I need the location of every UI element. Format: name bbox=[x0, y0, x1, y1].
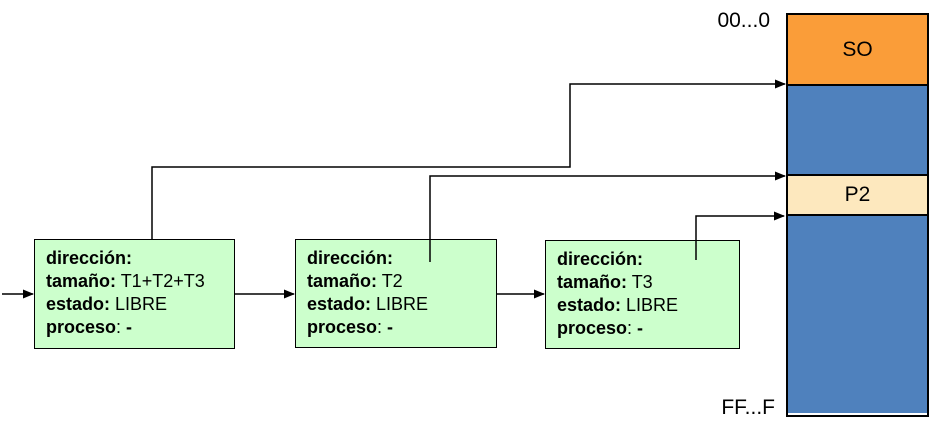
direccion-label: dirección: bbox=[557, 249, 644, 269]
proceso-label: proceso bbox=[557, 318, 628, 338]
direccion-row: dirección: bbox=[46, 247, 234, 270]
memory-segment-blue-2 bbox=[788, 216, 927, 413]
proceso-row: proceso: - bbox=[46, 316, 234, 339]
proceso-colon: : bbox=[627, 318, 638, 338]
estado-row: estado: LIBRE bbox=[307, 293, 496, 316]
memory-segment-p2: P2 bbox=[788, 176, 927, 216]
proceso-colon: : bbox=[377, 317, 388, 337]
tamano-value: T1+T2+T3 bbox=[116, 271, 205, 291]
free-block-node-1: dirección: tamaño: T1+T2+T3 estado: LIBR… bbox=[34, 239, 235, 349]
memory-address-bottom: FF...F bbox=[721, 396, 775, 419]
memory-segment-blue-1 bbox=[788, 86, 927, 176]
tamano-label: tamaño: bbox=[46, 271, 117, 291]
direccion-label: dirección: bbox=[46, 248, 133, 268]
pointer-node1-to-memory-arrow bbox=[151, 79, 786, 239]
estado-value: LIBRE bbox=[371, 294, 429, 314]
estado-label: estado: bbox=[46, 294, 111, 314]
proceso-value: - bbox=[637, 318, 644, 338]
direccion-label: dirección: bbox=[307, 248, 394, 268]
estado-label: estado: bbox=[307, 294, 372, 314]
memory-segment-so: SO bbox=[788, 15, 927, 86]
proceso-value: - bbox=[126, 317, 133, 337]
free-block-node-2: dirección: tamaño: T2 estado: LIBRE proc… bbox=[295, 239, 497, 348]
tamano-value: T2 bbox=[377, 271, 403, 291]
direccion-row: dirección: bbox=[307, 247, 496, 270]
memory-map: SO P2 bbox=[786, 13, 929, 417]
proceso-colon: : bbox=[116, 317, 127, 337]
tamano-row: tamaño: T1+T2+T3 bbox=[46, 270, 234, 293]
proceso-label: proceso bbox=[307, 317, 378, 337]
proceso-row: proceso: - bbox=[307, 316, 496, 339]
estado-value: LIBRE bbox=[621, 295, 679, 315]
tamano-value: T3 bbox=[627, 272, 653, 292]
estado-value: LIBRE bbox=[110, 294, 168, 314]
segment-label: P2 bbox=[844, 183, 871, 206]
tamano-label: tamaño: bbox=[557, 272, 628, 292]
direccion-row: dirección: bbox=[557, 248, 739, 271]
tamano-row: tamaño: T3 bbox=[557, 271, 739, 294]
estado-row: estado: LIBRE bbox=[557, 294, 739, 317]
tamano-row: tamaño: T2 bbox=[307, 270, 496, 293]
proceso-row: proceso: - bbox=[557, 317, 739, 340]
free-block-node-3: dirección: tamaño: T3 estado: LIBRE proc… bbox=[545, 240, 740, 349]
memory-address-top: 00...0 bbox=[717, 9, 770, 32]
proceso-label: proceso bbox=[46, 317, 117, 337]
estado-row: estado: LIBRE bbox=[46, 293, 234, 316]
estado-label: estado: bbox=[557, 295, 622, 315]
proceso-value: - bbox=[387, 317, 394, 337]
segment-label: SO bbox=[842, 37, 873, 61]
tamano-label: tamaño: bbox=[307, 271, 378, 291]
